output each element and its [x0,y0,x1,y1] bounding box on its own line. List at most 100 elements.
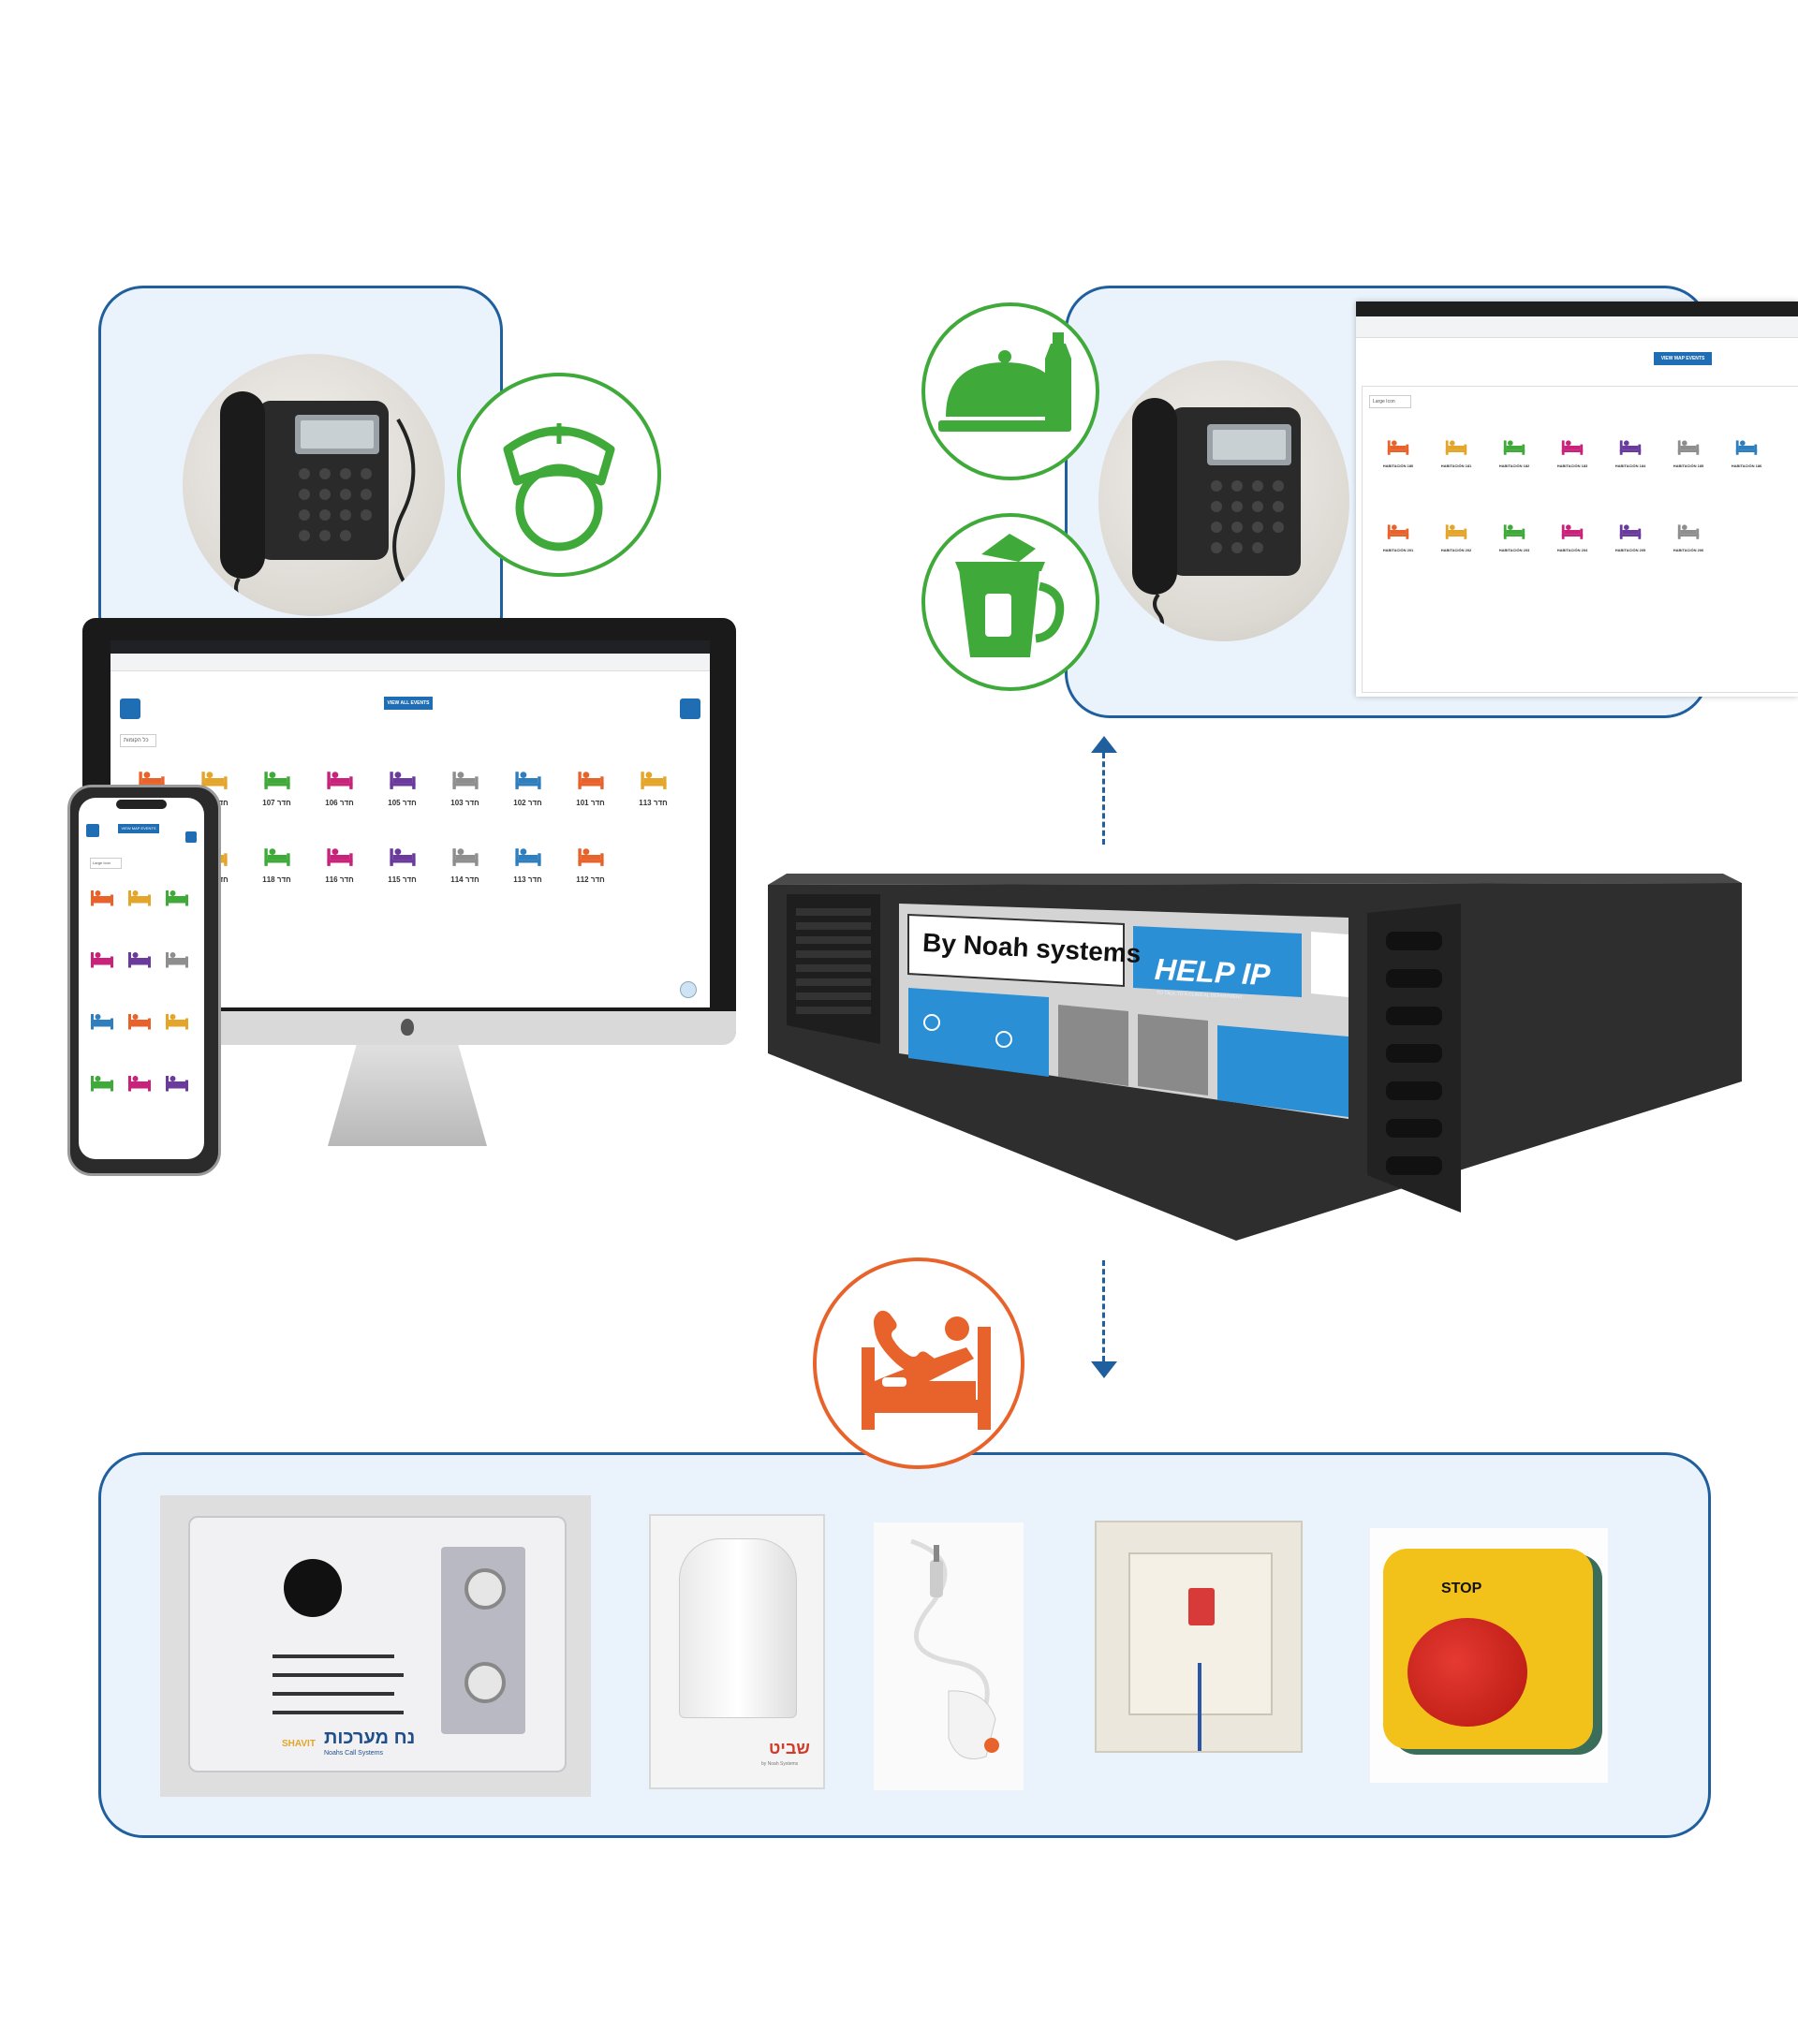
cleaning-service-circle [921,513,1099,691]
browser-window: VIEW MAP EVENTS Large Icon HABITACIÓN 18… [1356,301,1798,697]
room-tile[interactable]: HABITACIÓN 204 [1543,517,1601,552]
room-tile[interactable]: HABITACIÓN 206 [1659,517,1717,552]
screen-addressbar [111,654,710,671]
phone-room-tile[interactable] [125,882,154,915]
room-tile[interactable]: חדר 114 [434,839,496,884]
room-tile[interactable]: HABITACIÓN 202 [1427,517,1485,552]
room-label: HABITACIÓN 183 [1556,463,1588,468]
room-tile[interactable]: HABITACIÓN 205 [1601,517,1659,552]
room-label: HABITACIÓN 204 [1556,548,1588,552]
speaker-grille [273,1654,394,1658]
room-tile[interactable]: חדר 113 [496,839,559,884]
room-tile[interactable]: חדר 102 [496,762,559,807]
room-label: HABITACIÓN 180 [1382,463,1414,468]
room-tile[interactable]: HABITACIÓN 184 [1601,433,1659,468]
bed-icon [91,1076,113,1092]
intercom-logo-he: נח מערכות [324,1728,416,1748]
desk-phone-icon [1132,398,1301,634]
room-label: HABITACIÓN 181 [1440,463,1472,468]
view-map-events-button[interactable]: VIEW MAP EVENTS [1654,352,1712,365]
room-label: HABITACIÓN 186 [1731,463,1762,468]
desk-phone-icon [220,391,416,616]
speaker-grille [273,1673,404,1677]
room-label: HABITACIÓN 205 [1614,548,1646,552]
apple-logo [401,1019,414,1036]
bed-icon [263,772,290,789]
bed-icon [1677,524,1700,539]
phone-filter[interactable]: Large Icon [90,858,122,869]
room-tile[interactable]: חדר 112 [559,839,622,884]
floor-filter[interactable]: כל הקומות [120,734,156,747]
bed-icon [128,952,151,968]
phone-room-tile[interactable] [125,1067,154,1100]
refresh-button[interactable] [680,698,700,719]
phone-menu-button[interactable] [86,824,99,837]
room-label: HABITACIÓN 201 [1382,548,1414,552]
room-tile[interactable]: HABITACIÓN 183 [1543,433,1601,468]
phone-room-tile[interactable] [163,944,191,977]
phone-room-tile[interactable] [88,1067,116,1100]
call-cord-icon [910,1538,999,1759]
room-tile[interactable]: חדר 113 [622,762,685,807]
room-tile[interactable]: HABITACIÓN 181 [1427,433,1485,468]
room-tile[interactable]: חדר 101 [559,762,622,807]
nurse-cap-icon [503,423,615,551]
room-label: HABITACIÓN 206 [1673,548,1704,552]
room-tile[interactable]: HABITACIÓN 180 [1369,433,1427,468]
phone-room-tile[interactable] [88,882,116,915]
phone-room-tile[interactable] [88,944,116,977]
phone-room-tile[interactable] [125,1006,154,1038]
phone-refresh-button[interactable] [185,831,197,843]
filter-dropdown[interactable]: Large Icon [1369,395,1411,408]
room-label: חדר 101 [576,799,605,807]
light-logo-sub: by Noah Systems [761,1761,799,1767]
room-label: חדר 118 [262,875,291,884]
room-tile[interactable]: HABITACIÓN 186 [1717,433,1776,468]
room-tile[interactable]: חדר 118 [245,839,308,884]
room-tile[interactable]: חדר 115 [371,839,434,884]
room-tile[interactable]: HABITACIÓN 182 [1485,433,1543,468]
phone-view-events-button[interactable]: VIEW MAP EVENTS [118,824,159,833]
room-label: חדר 114 [450,875,479,884]
bed-icon [128,890,151,906]
bed-icon [1445,440,1467,455]
room-tile[interactable]: HABITACIÓN 203 [1485,517,1543,552]
screen-titlebar [111,640,710,654]
help-ip-server [768,874,1742,1241]
phone-room-tile[interactable] [125,944,154,977]
patient-call-icon [862,1310,991,1430]
bed-icon [514,772,541,789]
help-button[interactable] [680,981,697,998]
phone-room-tile[interactable] [163,1067,191,1100]
bed-icon [91,1014,113,1030]
bed-icon [128,1076,151,1092]
view-all-events-button[interactable]: VIEW ALL EVENTS [384,697,433,710]
corridor-light-photo: שביט by Noah Systems [649,1514,825,1789]
bed-icon [1503,524,1525,539]
room-label: HABITACIÓN 182 [1498,463,1530,468]
phone-room-tile[interactable] [88,1006,116,1038]
menu-button[interactable] [120,698,140,719]
room-label: HABITACIÓN 185 [1673,463,1704,468]
room-label: חדר 105 [388,799,417,807]
bed-icon [514,848,541,866]
phone-room-tile[interactable] [163,1006,191,1038]
room-tile[interactable]: חדר 116 [308,839,371,884]
room-tile[interactable]: חדר 103 [434,762,496,807]
room-tile[interactable]: חדר 107 [245,762,308,807]
bed-icon [1387,524,1409,539]
call-button [464,1568,506,1610]
bed-icon [200,772,228,789]
room-tile[interactable]: חדר 106 [308,762,371,807]
phone-room-tile[interactable] [163,882,191,915]
room-tile[interactable]: HABITACIÓN 185 [1659,433,1717,468]
bed-icon [389,848,416,866]
room-tile[interactable]: חדר 105 [371,762,434,807]
room-label: חדר 113 [513,875,542,884]
browser-addressbar [1356,316,1798,338]
room-tile[interactable]: HABITACIÓN 201 [1369,517,1427,552]
monitor-stand [328,1045,487,1146]
bathroom-pull-switch-photo [1095,1521,1303,1753]
call-cord-photo [874,1522,1024,1790]
room-label: HABITACIÓN 202 [1440,548,1472,552]
